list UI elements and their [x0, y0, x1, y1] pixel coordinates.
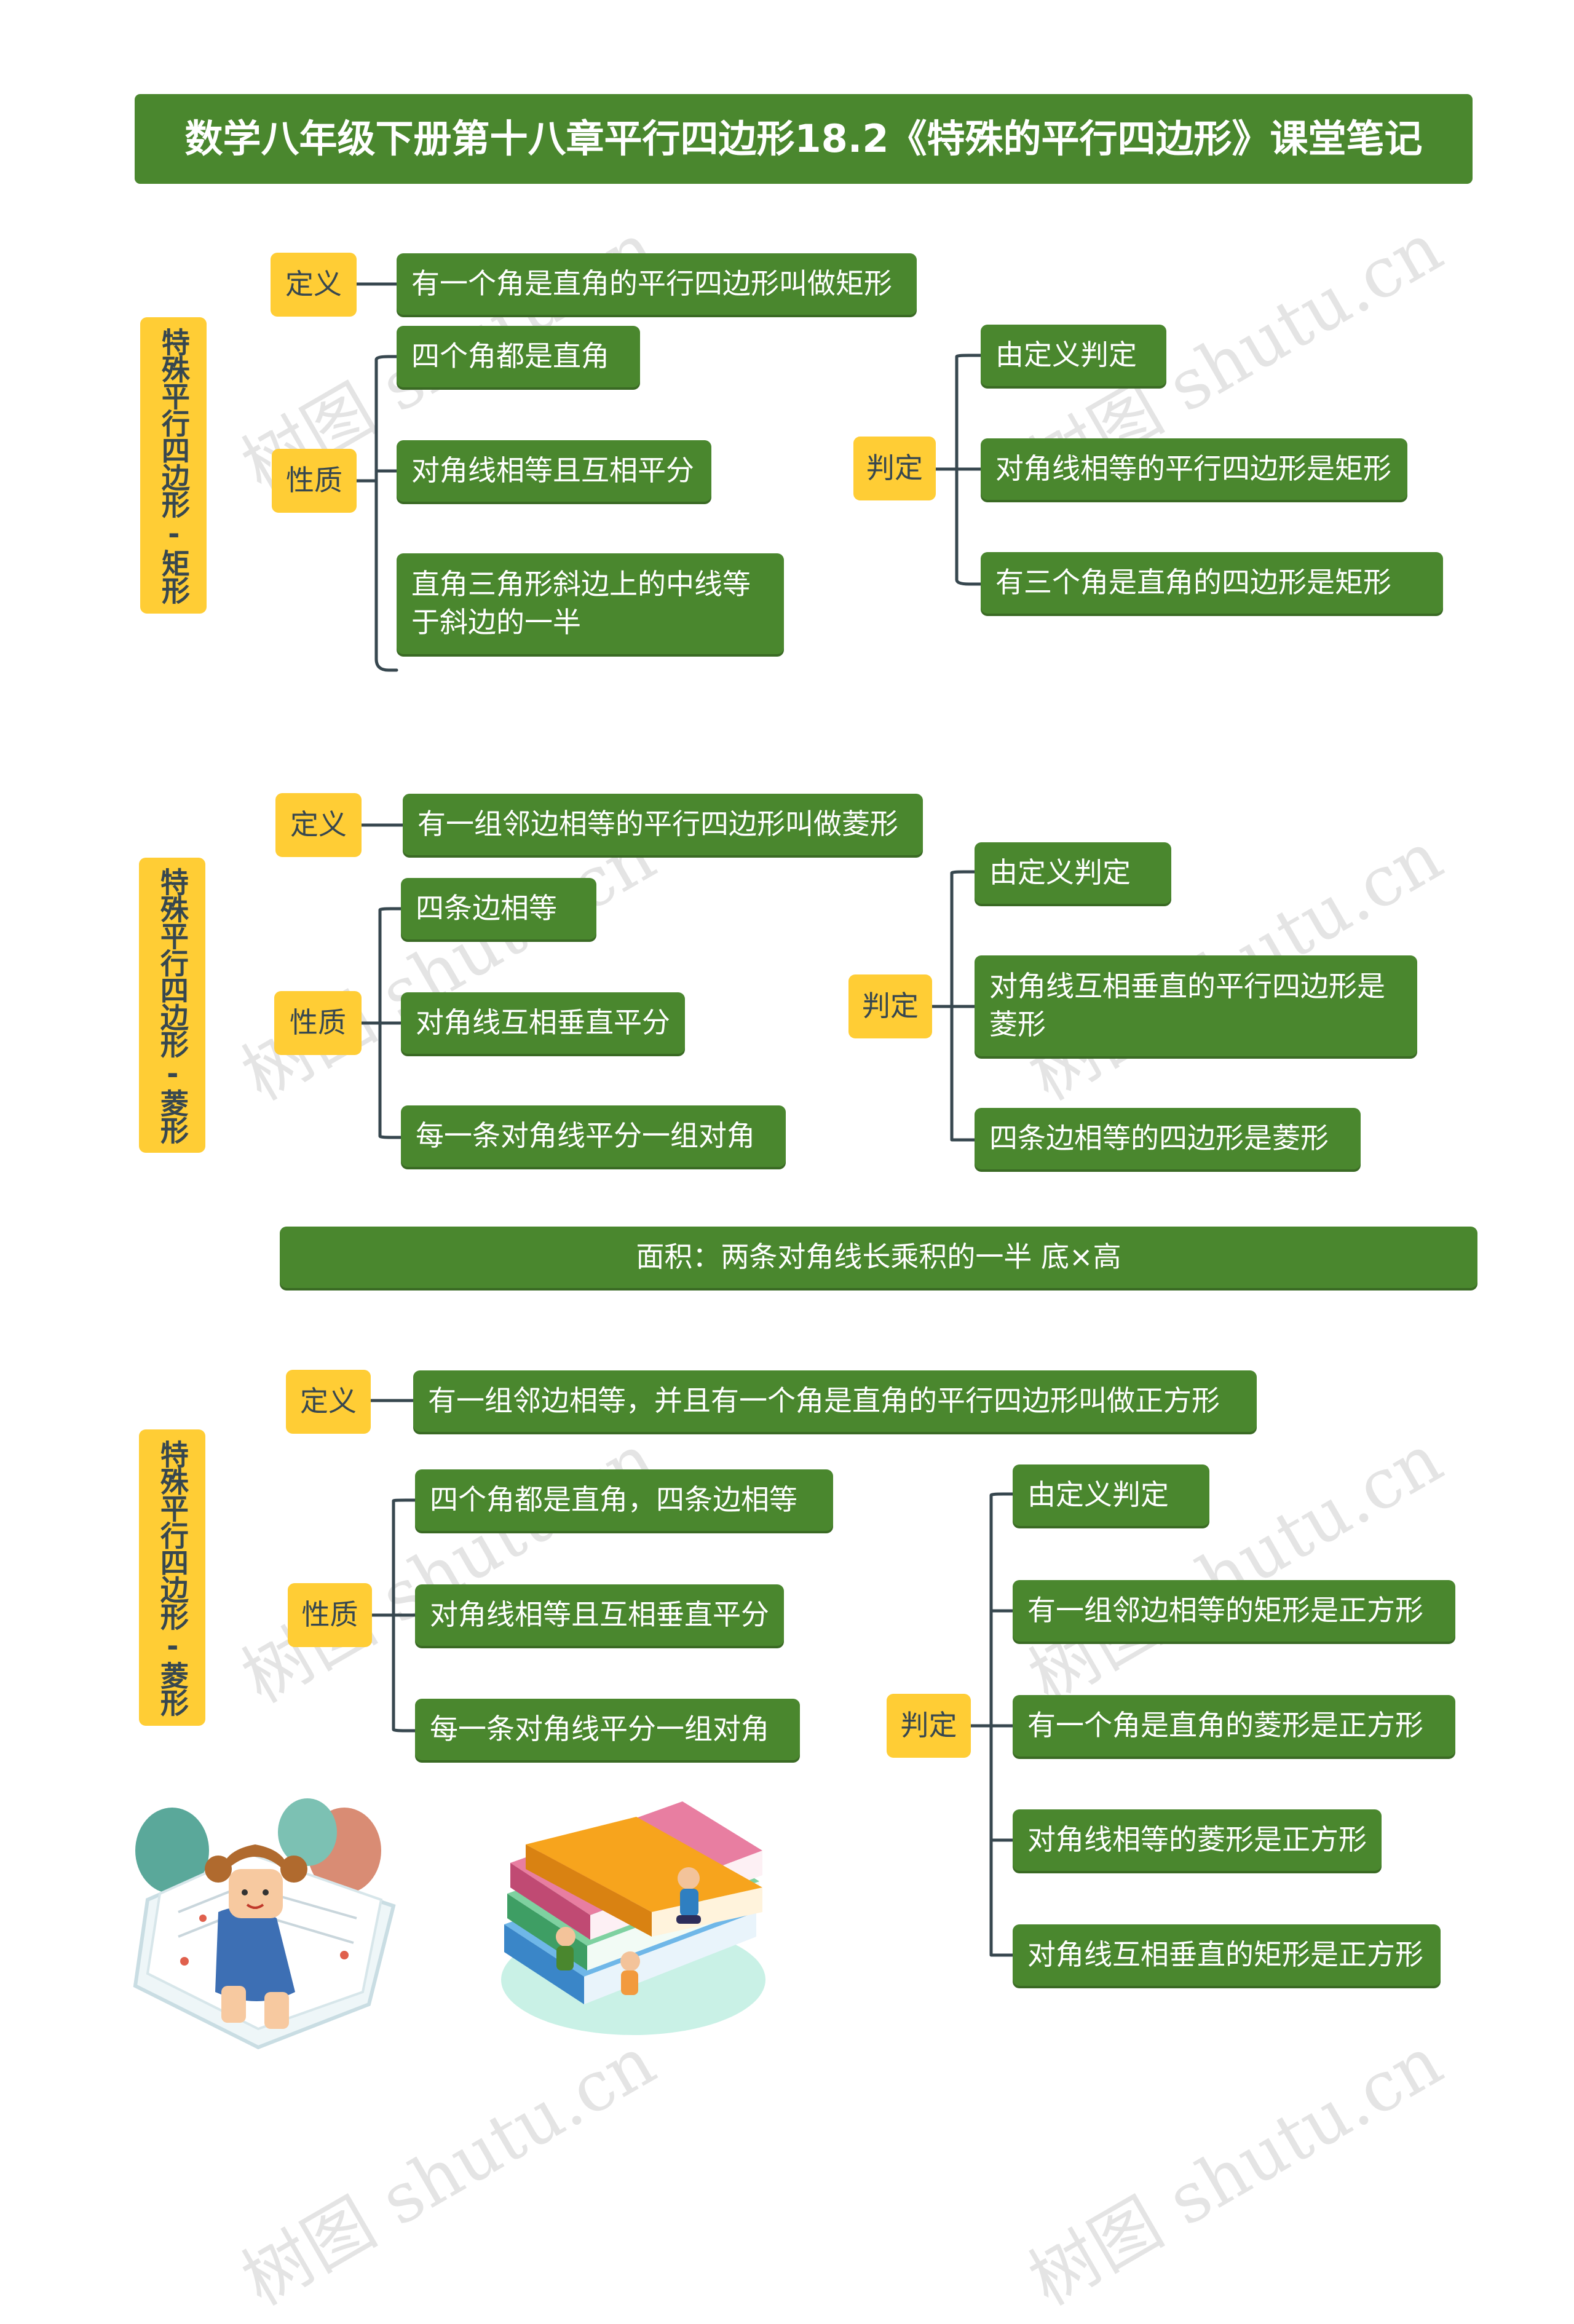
section-label-rectangle: 特殊平行四边形-矩形 — [140, 317, 207, 614]
criteria-item: 四条边相等的四边形是菱形 — [975, 1108, 1361, 1169]
criteria-label: 判定 — [853, 437, 936, 500]
definition-text: 有一组邻边相等的平行四边形叫做菱形 — [403, 794, 923, 855]
criteria-item: 由定义判定 — [981, 325, 1166, 386]
definition-text: 有一个角是直角的平行四边形叫做矩形 — [397, 253, 917, 315]
link-criteria — [934, 354, 983, 586]
criteria-label: 判定 — [887, 1694, 971, 1758]
link-criteria — [930, 870, 976, 1142]
definition-label: 定义 — [271, 253, 357, 317]
criteria-item: 由定义判定 — [1013, 1464, 1209, 1526]
property-item: 对角线相等且互相垂直平分 — [415, 1584, 784, 1646]
page-title: 数学八年级下册第十八章平行四边形18.2《特殊的平行四边形》课堂笔记 — [135, 94, 1473, 184]
link-properties — [360, 907, 403, 1139]
criteria-label: 判定 — [848, 974, 932, 1038]
property-item: 对角线互相垂直平分 — [401, 992, 685, 1054]
link-criteria — [969, 1492, 1014, 1957]
criteria-item: 对角线互相垂直的矩形是正方形 — [1013, 1924, 1441, 1986]
property-item: 四条边相等 — [401, 878, 596, 939]
criteria-item: 对角线相等的菱形是正方形 — [1013, 1809, 1382, 1871]
decorative-illustrations — [133, 1798, 765, 2050]
property-item: 四个角都是直角 — [397, 326, 640, 387]
criteria-item: 有一个角是直角的菱形是正方形 — [1013, 1695, 1455, 1757]
properties-label: 性质 — [288, 1583, 372, 1647]
books-stack-illustration — [501, 1801, 765, 2035]
link-properties — [355, 355, 398, 672]
definition-text: 有一组邻边相等，并且有一个角是直角的平行四边形叫做正方形 — [413, 1370, 1257, 1432]
section-label-rhombus: 特殊平行四边形-菱形 — [139, 858, 205, 1153]
definition-label: 定义 — [275, 793, 362, 857]
girl-on-book-illustration — [133, 1798, 396, 2050]
property-item: 每一条对角线平分一组对角 — [401, 1105, 786, 1167]
link-properties — [370, 1498, 417, 1733]
section-label-square: 特殊平行四边形-菱形 — [139, 1429, 205, 1726]
criteria-item: 有三个角是直角的四边形是矩形 — [981, 552, 1443, 614]
property-item: 每一条对角线平分一组对角 — [415, 1699, 800, 1760]
area-formula: 面积：两条对角线长乘积的一半 底×高 — [280, 1227, 1477, 1288]
criteria-item: 有一组邻边相等的矩形是正方形 — [1013, 1580, 1455, 1642]
criteria-item: 由定义判定 — [975, 842, 1171, 904]
property-item: 四个角都是直角，四条边相等 — [415, 1469, 833, 1531]
criteria-item: 对角线相等的平行四边形是矩形 — [981, 438, 1407, 500]
definition-label: 定义 — [286, 1370, 371, 1434]
properties-label: 性质 — [272, 449, 357, 513]
connector-lines — [355, 282, 1014, 1957]
property-item: 直角三角形斜边上的中线等于斜边的一半 — [397, 553, 784, 654]
properties-label: 性质 — [274, 991, 362, 1055]
criteria-item: 对角线互相垂直的平行四边形是菱形 — [975, 955, 1417, 1056]
property-item: 对角线相等且互相平分 — [397, 440, 711, 502]
